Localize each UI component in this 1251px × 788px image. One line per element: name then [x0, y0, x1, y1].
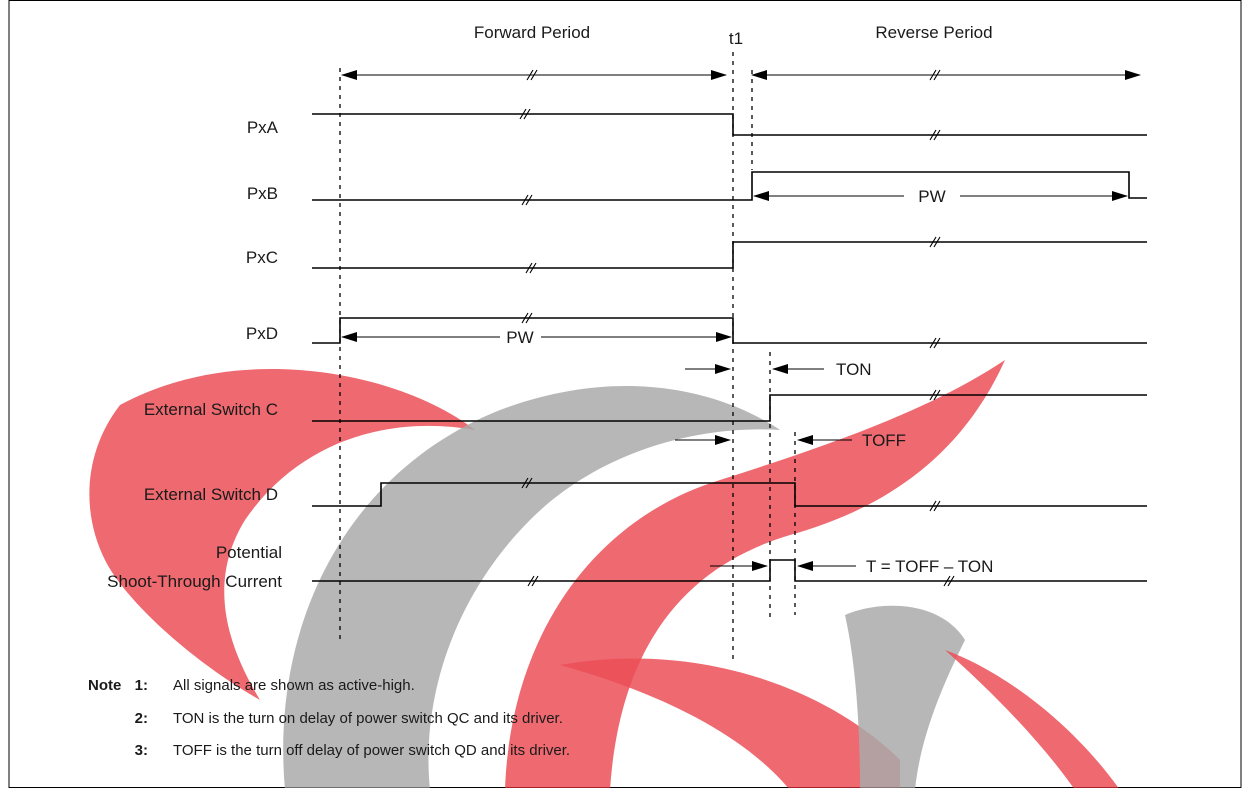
pxd-pw-label: PW: [506, 328, 533, 347]
signal-label-pxd: PxD: [246, 324, 278, 343]
reverse-period-label: Reverse Period: [875, 23, 992, 42]
t1-label: t1: [729, 29, 743, 48]
signal-label-shoot-through-line1: Potential: [216, 543, 282, 562]
toff-label: TOFF: [862, 431, 906, 450]
waveform-pxb: [312, 171, 1147, 201]
waveform-external-switch-d: [312, 482, 1147, 507]
break-mark: [929, 500, 941, 512]
watermark-logo: [89, 360, 1119, 788]
note-2-number: 2:: [135, 710, 148, 727]
break-mark: [521, 477, 533, 489]
break-mark: [929, 337, 941, 349]
note-3-number: 3:: [135, 742, 148, 759]
break-mark: [521, 312, 533, 324]
break-mark: [519, 108, 531, 120]
break-mark: [929, 129, 941, 141]
break-mark: [521, 194, 533, 206]
signal-label-pxc: PxC: [246, 248, 278, 267]
note-3-text: TOFF is the turn off delay of power swit…: [173, 742, 570, 759]
ton-label: TON: [836, 360, 872, 379]
t-equation-label: T = TOFF – TON: [866, 557, 993, 576]
signal-label-shoot-through-line2: Shoot-Through Current: [107, 572, 282, 591]
signal-label-pxb: PxB: [247, 184, 278, 203]
signal-label-pxa: PxA: [247, 118, 279, 137]
note-2-text: TON is the turn on delay of power switch…: [173, 710, 563, 727]
waveform-pxc: [312, 241, 1147, 269]
break-mark: [525, 262, 537, 274]
note-heading: Note: [88, 677, 121, 694]
forward-period-label: Forward Period: [474, 23, 590, 42]
signal-label-external-switch-c: External Switch C: [144, 400, 278, 419]
pxb-pw-label: PW: [918, 187, 945, 206]
break-mark: [526, 69, 538, 81]
note-1-text: All signals are shown as active-high.: [173, 677, 415, 694]
waveform-pxd: [312, 317, 1147, 344]
break-mark: [527, 575, 539, 587]
signal-label-external-switch-d: External Switch D: [144, 485, 278, 504]
waveform-shoot-through-current: [312, 559, 1147, 582]
break-mark: [929, 236, 941, 248]
break-mark: [929, 69, 941, 81]
break-mark: [929, 389, 941, 401]
break-mark: [943, 575, 955, 587]
waveform-external-switch-c: [312, 394, 1147, 422]
note-1-number: 1:: [135, 677, 148, 694]
